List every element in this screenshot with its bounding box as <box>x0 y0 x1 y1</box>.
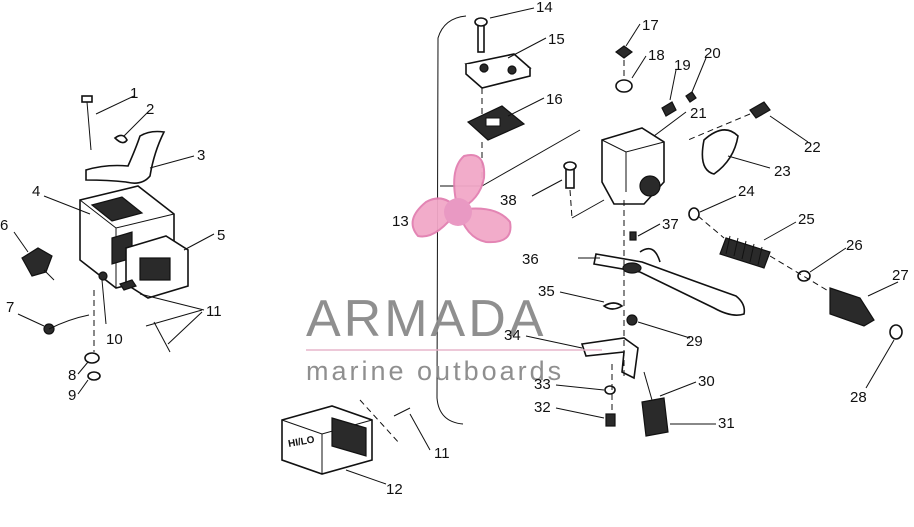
callout-28: 28 <box>850 389 867 406</box>
callout-17: 17 <box>642 17 659 34</box>
callout-35: 35 <box>538 283 555 300</box>
callout-14: 14 <box>536 0 553 16</box>
callout-9: 9 <box>68 387 76 404</box>
callout-32: 32 <box>534 399 551 416</box>
callout-13: 13 <box>392 213 409 230</box>
callout-2: 2 <box>146 101 154 118</box>
callout-38: 38 <box>500 192 517 209</box>
fitting-part-27 <box>829 287 875 327</box>
callout-8: 8 <box>68 367 76 384</box>
callout-36: 36 <box>522 251 539 268</box>
callout-25: 25 <box>798 211 815 228</box>
callout-5: 5 <box>217 227 225 244</box>
propeller-logo <box>411 154 512 244</box>
washer-part-24 <box>688 207 700 221</box>
left-switch-assembly <box>13 95 215 395</box>
watermark-brand: ARMADA <box>306 290 546 348</box>
callout-24: 24 <box>738 183 755 200</box>
clip-part-2 <box>113 134 128 144</box>
callout-19: 19 <box>674 57 691 74</box>
callout-33: 33 <box>534 376 551 393</box>
hilo-switch-assembly: HI/LO <box>281 399 431 485</box>
callout-3: 3 <box>197 147 205 164</box>
watermark-tagline: marine outboards <box>306 356 564 386</box>
screw-part-1 <box>81 95 93 151</box>
callout-20: 20 <box>704 45 721 62</box>
callout-7: 7 <box>6 299 14 316</box>
callout-31: 31 <box>718 415 735 432</box>
callout-30: 30 <box>698 373 715 390</box>
lever-assembly <box>525 23 903 437</box>
callout-15: 15 <box>548 31 565 48</box>
oring-part-28 <box>889 324 903 340</box>
lever-part-3 <box>85 130 166 184</box>
nut-part-17 <box>615 45 633 59</box>
watermark: ARMADA marine outboards <box>306 154 602 386</box>
callout-10: 10 <box>106 331 123 348</box>
switch-face-text: HI/LO <box>287 434 315 450</box>
clamp-part-23 <box>701 129 739 175</box>
callout-12: 12 <box>386 481 403 498</box>
bracket-part-34 <box>580 337 639 380</box>
connector-part-6 <box>21 247 53 277</box>
callout-16: 16 <box>546 91 563 108</box>
callout-34: 34 <box>504 327 521 344</box>
callout-11b: 11 <box>434 445 450 462</box>
callout-27: 27 <box>892 267 909 284</box>
callout-22: 22 <box>804 139 821 156</box>
cover-assembly <box>440 7 581 187</box>
callout-18: 18 <box>648 47 665 64</box>
callout-21: 21 <box>690 105 707 122</box>
washer-part-8 <box>84 352 100 364</box>
spring-part-25 <box>719 235 771 269</box>
callout-37: 37 <box>662 216 679 233</box>
washer-part-9 <box>87 371 101 381</box>
callout-29: 29 <box>686 333 703 350</box>
callout-4: 4 <box>32 183 40 200</box>
bushing-part-18 <box>615 79 633 93</box>
callout-6: 6 <box>0 217 8 234</box>
callout-23: 23 <box>774 163 791 180</box>
callout-11a: 11 <box>206 303 222 320</box>
callout-1: 1 <box>130 85 138 102</box>
callout-26: 26 <box>846 237 863 254</box>
callout-labels: 1 2 3 4 5 6 7 8 9 10 11 11 12 13 14 15 1… <box>0 0 909 498</box>
brake-switch-part-31 <box>641 397 669 437</box>
